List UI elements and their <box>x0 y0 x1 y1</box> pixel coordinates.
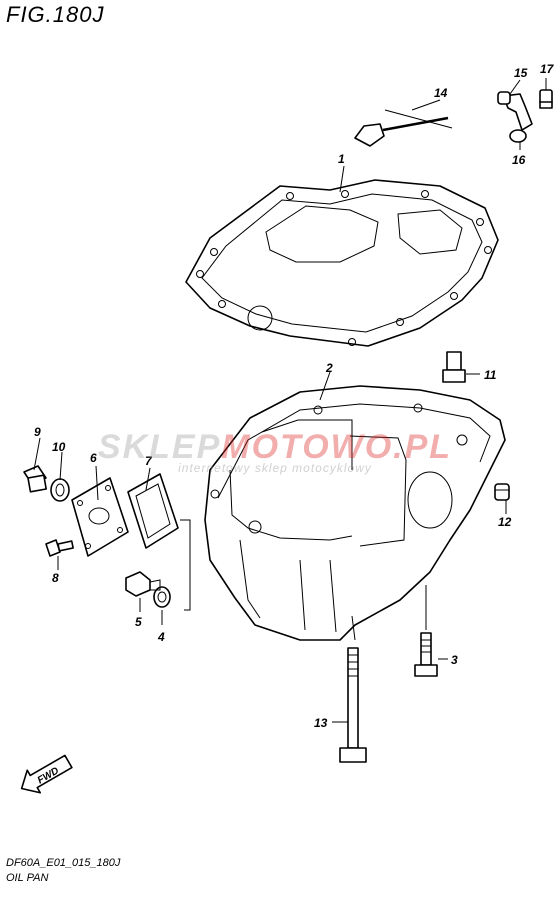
callout-10: 10 <box>52 440 66 454</box>
fwd-arrow: FWD <box>20 754 73 794</box>
callout-numbers: 1 2 3 4 5 6 7 8 9 10 11 12 13 14 15 16 1… <box>34 62 555 730</box>
callout-9: 9 <box>34 425 41 439</box>
callout-6: 6 <box>90 451 97 465</box>
callout-16: 16 <box>512 153 526 167</box>
plug-part-9 <box>23 465 47 493</box>
long-bolt-part-13 <box>339 647 367 763</box>
bolt-part-8 <box>45 539 74 557</box>
dipstick-part-14 <box>354 109 453 147</box>
callout-12: 12 <box>498 515 512 529</box>
callout-5: 5 <box>135 615 142 629</box>
callout-15: 15 <box>514 66 528 80</box>
dipstick-guide-part-15 <box>497 91 533 131</box>
callout-3: 3 <box>451 653 458 667</box>
oil-pan-part-2 <box>204 385 506 641</box>
bolt-part-3 <box>414 632 438 677</box>
figure-name: OIL PAN <box>6 872 49 884</box>
callout-4: 4 <box>157 630 165 644</box>
fwd-label: FWD <box>36 766 61 787</box>
fitting-part-11 <box>442 351 466 383</box>
callout-17: 17 <box>540 62 555 76</box>
cover-plate-part-6 <box>71 477 129 557</box>
washer-part-4 <box>153 586 171 608</box>
cap-part-12 <box>494 483 510 501</box>
callout-8: 8 <box>52 571 59 585</box>
cover-gasket-part-7 <box>127 473 179 549</box>
o-ring-part-10 <box>50 478 70 502</box>
callout-2: 2 <box>325 361 333 375</box>
drain-plug-part-5 <box>125 571 161 597</box>
callout-14: 14 <box>434 86 448 100</box>
callout-13: 13 <box>314 716 328 730</box>
washer-part-16 <box>509 129 527 143</box>
bolt-part-17 <box>539 89 553 109</box>
figure-title: FIG.180J <box>6 2 105 27</box>
callout-1: 1 <box>338 152 345 166</box>
figure-code: DF60A_E01_015_180J <box>6 857 121 869</box>
gasket-part-1 <box>185 179 499 347</box>
callout-11: 11 <box>484 368 497 382</box>
leader-lines <box>33 78 547 723</box>
callout-7: 7 <box>145 454 153 468</box>
